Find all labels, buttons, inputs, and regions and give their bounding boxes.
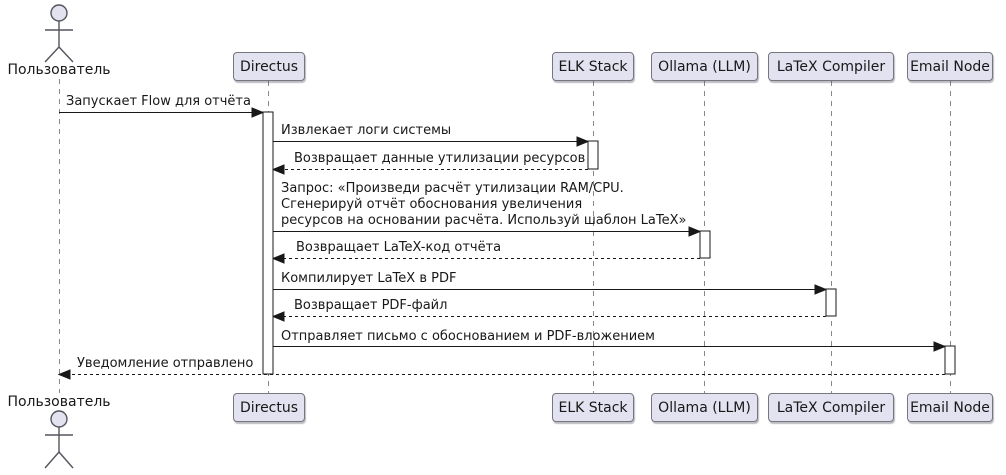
participant-box-ollama-top: Ollama (LLM) bbox=[651, 52, 758, 81]
actor-label-top: Пользователь bbox=[7, 62, 111, 78]
message-arrow-6 bbox=[271, 311, 826, 322]
participant-box-email-node-bottom: Email Node bbox=[907, 393, 993, 422]
arrowhead-right-icon bbox=[814, 284, 828, 295]
message-arrow-5 bbox=[273, 284, 828, 295]
participant-box-latex-compiler-top: LaTeX Compiler bbox=[768, 52, 894, 81]
arrowhead-right-icon bbox=[688, 226, 702, 237]
message-arrow-8 bbox=[57, 369, 945, 380]
message-label-8: Уведомление отправлено bbox=[77, 356, 254, 371]
arrowhead-right-icon bbox=[251, 107, 265, 118]
message-arrow-7 bbox=[273, 341, 947, 352]
activation-bars bbox=[262, 111, 956, 375]
message-arrow-4 bbox=[271, 253, 700, 264]
message-arrow-2 bbox=[271, 164, 588, 175]
message-label-3: Запрос: «Произведи расчёт утилизации RAM… bbox=[281, 181, 687, 228]
message-label-4: Возвращает LaTeX-код отчёта bbox=[296, 240, 502, 255]
message-label-5: Компилирует LaTeX в PDF bbox=[281, 271, 457, 286]
message-label-1: Извлекает логи системы bbox=[281, 123, 452, 138]
arrowhead-right-icon bbox=[576, 136, 590, 147]
participant-box-elk-stack-bottom: ELK Stack bbox=[552, 393, 634, 422]
arrowhead-left-icon bbox=[57, 369, 71, 380]
message-label-6: Возвращает PDF-файл bbox=[294, 298, 448, 313]
actor-figure-bottom bbox=[44, 410, 74, 469]
activation-email-node bbox=[944, 345, 956, 375]
participant-box-elk-stack-top: ELK Stack bbox=[552, 52, 634, 81]
lifelines bbox=[59, 79, 951, 393]
arrowhead-left-icon bbox=[271, 253, 285, 264]
activation-latex-compiler bbox=[825, 288, 837, 317]
actor-label-bottom: Пользователь bbox=[7, 394, 111, 410]
participant-box-directus-bottom: Directus bbox=[233, 393, 305, 422]
participant-box-email-node-top: Email Node bbox=[907, 52, 993, 81]
message-arrow-1 bbox=[273, 136, 590, 147]
message-arrows bbox=[57, 107, 947, 380]
arrowhead-left-icon bbox=[271, 164, 285, 175]
actor-figure-top bbox=[44, 4, 74, 63]
message-label-7: Отправляет письмо с обоснованием и PDF-в… bbox=[281, 329, 655, 344]
participant-box-latex-compiler-bottom: LaTeX Compiler bbox=[768, 393, 894, 422]
message-arrow-3 bbox=[273, 226, 702, 237]
message-arrow-0 bbox=[59, 107, 265, 118]
activation-ollama bbox=[699, 230, 711, 259]
arrowhead-left-icon bbox=[271, 311, 285, 322]
arrowhead-right-icon bbox=[933, 341, 947, 352]
message-label-0: Запускает Flow для отчёта bbox=[66, 94, 251, 109]
activation-directus bbox=[262, 111, 274, 375]
participant-box-ollama-bottom: Ollama (LLM) bbox=[651, 393, 758, 422]
message-label-2: Возвращает данные утилизации ресурсов bbox=[294, 151, 586, 166]
activation-elk-stack bbox=[587, 140, 599, 170]
participant-box-directus-top: Directus bbox=[233, 52, 305, 81]
